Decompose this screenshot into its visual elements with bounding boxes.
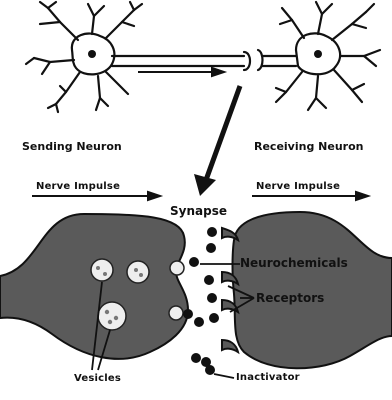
label-synapse: Synapse bbox=[170, 205, 227, 217]
label-inactivator: Inactivator bbox=[236, 373, 300, 383]
label-receptors: Receptors bbox=[256, 292, 324, 304]
neurochemical-molecules bbox=[183, 227, 219, 375]
label-receiving-neuron: Receiving Neuron bbox=[254, 141, 363, 152]
axon-arrow bbox=[138, 68, 224, 76]
label-neurochemicals: Neurochemicals bbox=[240, 257, 348, 269]
label-vesicles: Vesicles bbox=[74, 374, 121, 384]
sending-neuron-drawing bbox=[26, 2, 250, 112]
zoom-arrow bbox=[194, 86, 240, 196]
label-nerve-impulse-right: Nerve Impulse bbox=[256, 182, 340, 192]
label-nerve-impulse-left: Nerve Impulse bbox=[36, 182, 120, 192]
label-sending-neuron: Sending Neuron bbox=[22, 141, 122, 152]
presynaptic-terminal bbox=[0, 214, 188, 359]
receiving-neuron-drawing bbox=[258, 2, 380, 110]
